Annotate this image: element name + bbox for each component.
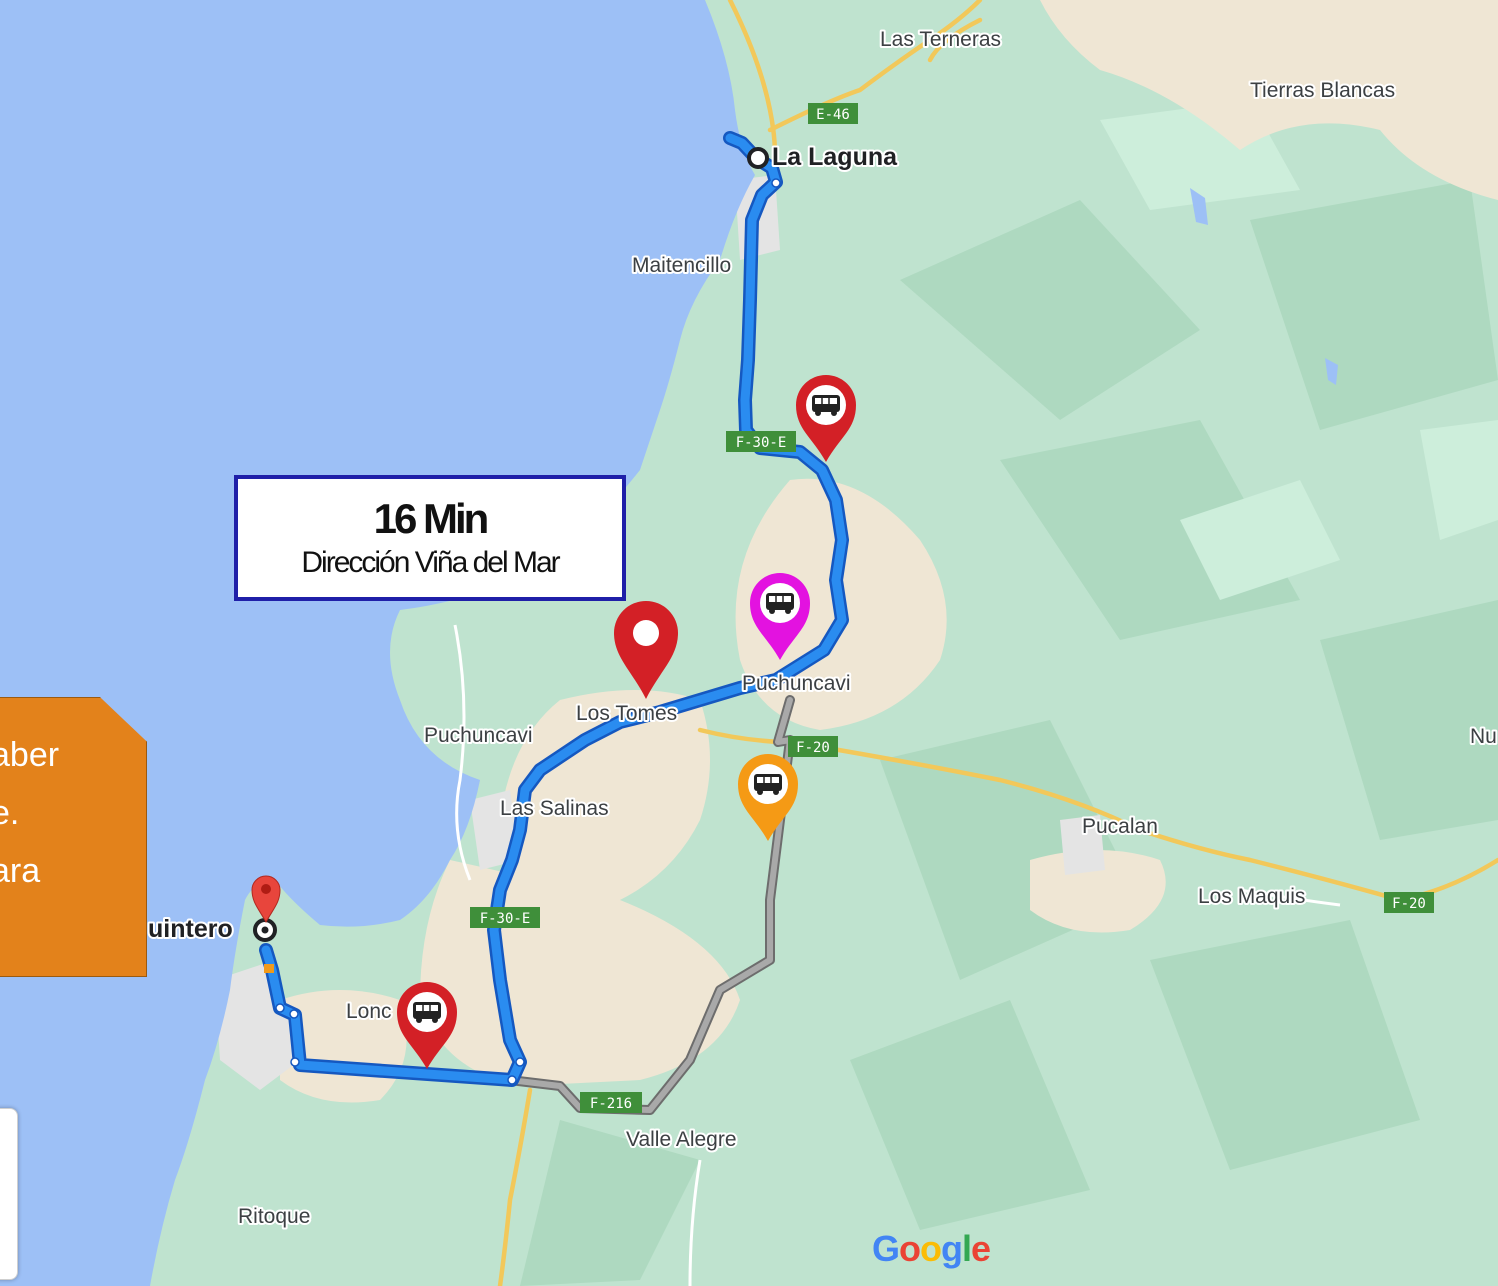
place-label-loncura: Lonc — [346, 1000, 392, 1023]
google-logo-letter: g — [941, 1228, 963, 1269]
google-logo-letter: e — [971, 1228, 991, 1269]
google-logo: Google — [872, 1228, 991, 1270]
road-shield-f20-center-label: F-20 — [796, 740, 830, 756]
destination-circle-icon[interactable] — [253, 918, 277, 942]
place-label-valle-alegre: Valle Alegre — [626, 1128, 737, 1151]
road-shield-f216-label: F-216 — [590, 1096, 632, 1112]
traffic-segment — [264, 964, 274, 973]
road-shield-f30e-north: F-30-E — [726, 431, 796, 452]
side-panel-card[interactable] — [0, 1108, 18, 1280]
google-logo-letter: o — [899, 1228, 921, 1269]
callout-note-line: e. — [0, 794, 20, 832]
bus-stop-pin-icon[interactable] — [750, 573, 810, 660]
bus-stop-pin-icon[interactable] — [738, 754, 798, 841]
google-logo-letter: l — [962, 1228, 972, 1269]
ocean — [0, 0, 755, 1286]
place-label-los-tomes: Los Tomes — [576, 702, 677, 725]
place-label-quintero[interactable]: uintero — [146, 913, 235, 945]
callout-note: aber e. ara . — [0, 697, 147, 977]
place-label-nu: Nu — [1470, 725, 1497, 748]
google-logo-letter: G — [872, 1228, 900, 1269]
main-route — [261, 133, 847, 1085]
road-shield-f216: F-216 — [580, 1092, 642, 1113]
route-duration: 16 Min — [373, 495, 490, 542]
road-shield-f20-east: F-20 — [1384, 892, 1434, 913]
location-pin-icon[interactable] — [614, 601, 678, 699]
callout-note-line: ara — [0, 852, 41, 890]
place-label-la-laguna[interactable]: La Laguna — [770, 141, 900, 173]
hills-northeast — [1040, 0, 1498, 200]
road-shield-f30e-south: F-30-E — [470, 907, 540, 928]
place-label-puchuncavi-west: Puchuncavi — [424, 724, 533, 747]
origin-circle-icon[interactable] — [747, 147, 769, 169]
destination-pin-icon[interactable] — [251, 875, 281, 924]
place-label-las-salinas: Las Salinas — [500, 797, 609, 820]
place-label-ritoque: Ritoque — [238, 1205, 310, 1228]
route-info-box: 16 Min Dirección Viña del Mar — [234, 475, 626, 601]
minor-roads — [453, 624, 1341, 1286]
google-logo-letter: o — [920, 1228, 942, 1269]
bus-stop-pin-icon[interactable] — [397, 982, 457, 1069]
route-direction: Dirección Viña del Mar — [301, 546, 560, 579]
road-shield-f20-east-label: F-20 — [1392, 896, 1426, 912]
road-shield-f30e-north-label: F-30-E — [736, 435, 787, 451]
road-shield-f20-center: F-20 — [788, 736, 838, 757]
place-label-maitencillo: Maitencillo — [632, 254, 731, 277]
place-label-tierras-blancas: Tierras Blancas — [1250, 79, 1395, 102]
place-label-los-maquis: Los Maquis — [1198, 885, 1305, 908]
road-shield-f30e-south-label: F-30-E — [480, 911, 531, 927]
place-label-puchuncavi-east: Puchuncavi — [742, 672, 851, 695]
lake — [1325, 358, 1338, 385]
road-shield-e46: E-46 — [808, 103, 858, 124]
callout-note-line: aber — [0, 736, 60, 774]
lake — [1190, 188, 1208, 225]
road-shield-e46-label: E-46 — [816, 107, 850, 123]
bus-stop-pin-icon[interactable] — [796, 375, 856, 462]
route-waypoints — [275, 178, 781, 1085]
place-label-pucalan: Pucalan — [1082, 815, 1158, 838]
place-label-las-terneras: Las Terneras — [880, 28, 1001, 51]
